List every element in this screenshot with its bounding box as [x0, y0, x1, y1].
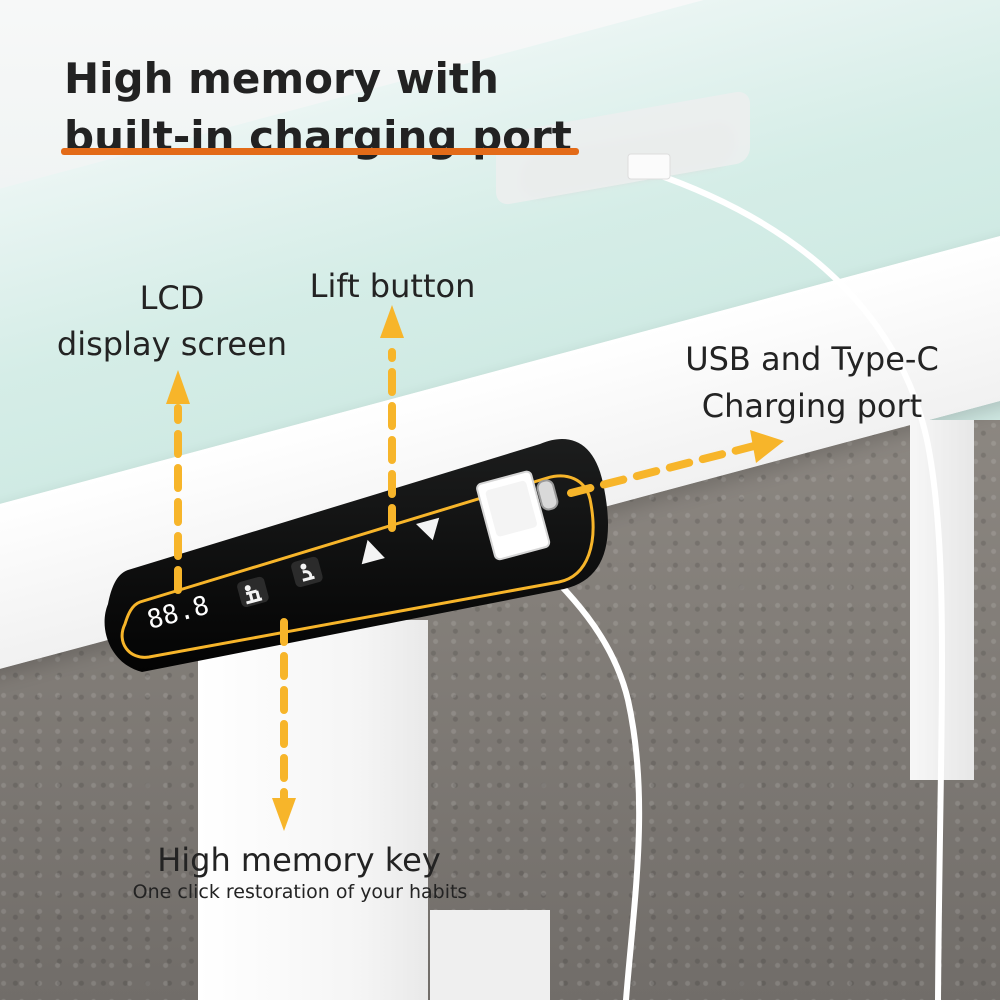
usb-label-line-2: Charging port [701, 387, 923, 425]
lcd-display-label: LCD display screen [48, 275, 296, 367]
desk-foot [430, 910, 550, 1000]
headline-underline [61, 148, 579, 155]
usb-arrow-head-icon [750, 430, 784, 463]
control-panel: 88.8 [98, 438, 613, 683]
usb-a-port-icon[interactable] [476, 470, 551, 561]
lift-arrow-head-icon [380, 305, 404, 338]
usb-c-port-icon[interactable] [536, 479, 559, 511]
desk-leg-left [198, 620, 428, 1000]
memory-key-subtitle: One click restoration of your habits [132, 881, 468, 903]
memory-key-label: High memory key [157, 841, 441, 879]
lcd-label-line-1: LCD [139, 279, 205, 317]
usb-callout-line [567, 442, 758, 497]
standing-person-icon[interactable] [290, 556, 324, 588]
usb-port-label: USB and Type-C Charging port [672, 336, 952, 430]
up-arrow-icon[interactable] [356, 537, 385, 565]
sitting-person-icon[interactable] [236, 576, 270, 608]
headline-line-1: High memory with [64, 54, 499, 103]
down-arrow-icon[interactable] [416, 517, 444, 544]
lift-button-label: Lift button [309, 267, 476, 305]
lcd-arrow-head-icon [166, 370, 190, 404]
control-panel-body: 88.8 [104, 438, 609, 672]
memory-arrow-head-icon [272, 798, 296, 831]
usb-label-line-1: USB and Type-C [685, 340, 939, 378]
headline-line-2: built-in charging port [64, 112, 572, 161]
lcd-label-line-2: display screen [56, 325, 288, 363]
